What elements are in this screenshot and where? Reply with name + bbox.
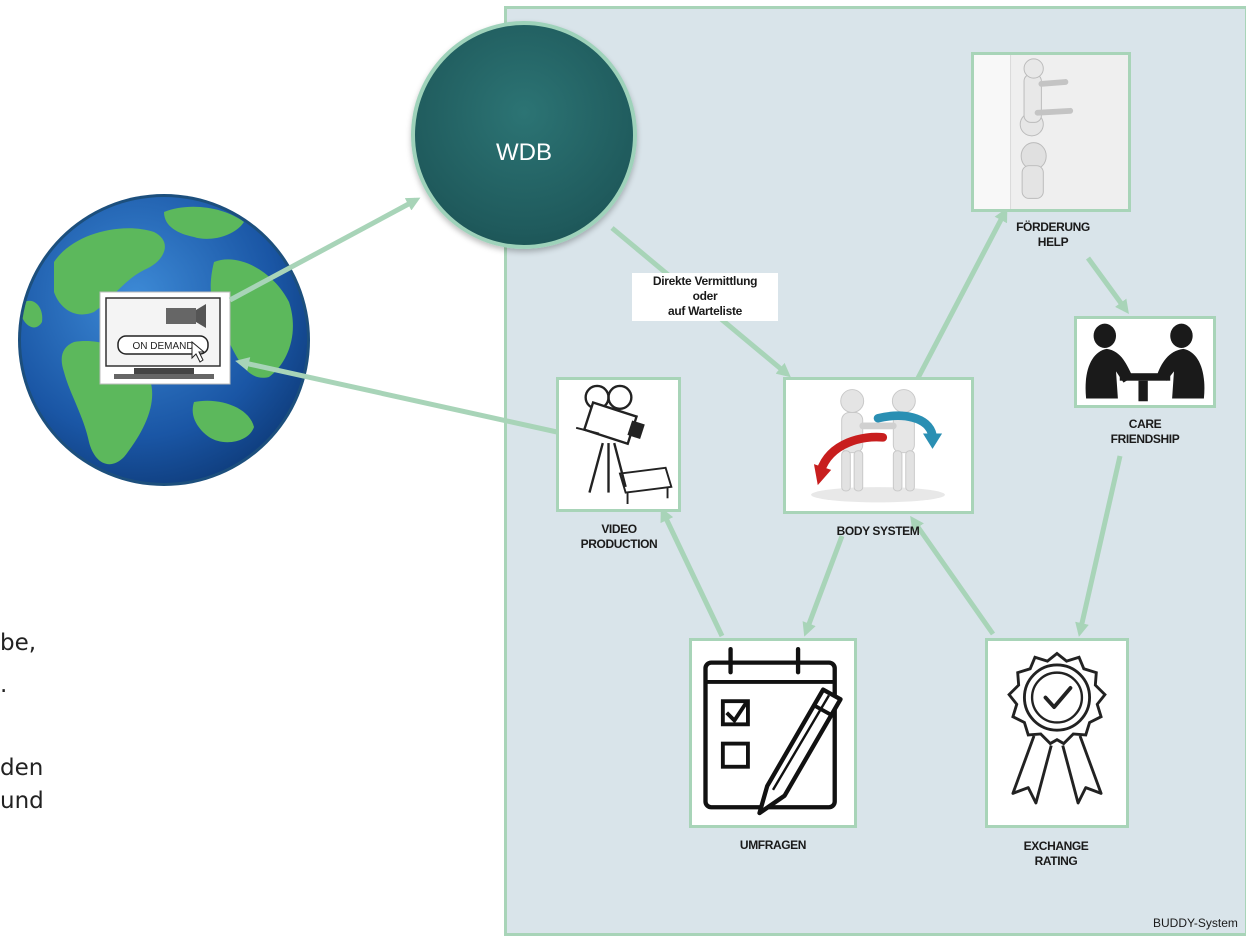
exchange-rating-label: EXCHANGE RATING: [1006, 839, 1106, 869]
care-image: [1074, 316, 1216, 408]
left-text-line-4: und: [0, 788, 44, 814]
umfragen-label: UMFRAGEN: [723, 838, 823, 853]
globe-icon: ON DEMAND: [18, 194, 310, 486]
video-production-line-2: PRODUCTION: [580, 537, 658, 551]
arrow-exchange-to-body: [910, 515, 996, 636]
body-system-line-1: BODY SYSTEM: [836, 524, 920, 538]
people-talking-icon: [1078, 319, 1212, 405]
vermittlung-line-2: oder: [692, 289, 718, 303]
award-badge-icon: [988, 641, 1126, 825]
foerderung-image: [971, 52, 1131, 212]
foerderung-line-2: HELP: [1037, 235, 1069, 249]
footer-label: BUDDY-System: [1153, 916, 1238, 930]
vermittlung-label: Direkte Vermittlung oder auf Warteliste: [632, 273, 778, 321]
foerderung-label: FÖRDERUNG HELP: [1001, 220, 1105, 250]
arrow-video-to-globe: [235, 357, 558, 435]
body-system-image: [783, 377, 974, 514]
arrow-care-to-exchange: [1075, 455, 1123, 637]
exchange-line-2: RATING: [1034, 854, 1078, 868]
wdb-label: WDB: [496, 139, 552, 166]
arrow-body-to-umfragen: [802, 535, 845, 637]
helping-climb-icon: [974, 55, 1128, 209]
arrow-foerderung-to-care: [1085, 256, 1129, 315]
exchange-rating-image: [985, 638, 1129, 828]
film-camera-icon: [559, 380, 678, 509]
video-production-image: [556, 377, 681, 512]
exchange-line-1: EXCHANGE: [1023, 839, 1089, 853]
foerderung-line-1: FÖRDERUNG: [1016, 220, 1090, 234]
vermittlung-line-1: Direkte Vermittlung: [652, 274, 758, 288]
umfragen-image: [689, 638, 857, 828]
umfragen-line-1: UMFRAGEN: [739, 838, 807, 852]
care-line-1: CARE: [1128, 417, 1162, 431]
left-text-line-3: den: [0, 755, 44, 781]
handshake-icon: [787, 380, 970, 511]
left-text-line-2: .: [0, 672, 8, 698]
on-demand-button-text: ON DEMAND: [132, 341, 193, 352]
on-demand-monitor-icon: ON DEMAND: [99, 291, 231, 385]
video-production-line-1: VIDEO: [601, 522, 637, 536]
body-system-label: BODY SYSTEM: [808, 524, 948, 539]
calendar-checklist-icon: [692, 641, 854, 825]
care-label: CARE FRIENDSHIP: [1090, 417, 1200, 447]
arrow-globe-to-wdb: [228, 197, 421, 303]
arrow-umfragen-to-video: [660, 507, 725, 638]
wdb-node: WDB: [411, 21, 637, 249]
video-production-label: VIDEO PRODUCTION: [560, 522, 678, 552]
left-text-line-1: be,: [0, 630, 37, 656]
arrow-body-to-foerderung: [915, 207, 1008, 380]
vermittlung-line-3: auf Warteliste: [667, 304, 743, 318]
care-line-2: FRIENDSHIP: [1110, 432, 1180, 446]
